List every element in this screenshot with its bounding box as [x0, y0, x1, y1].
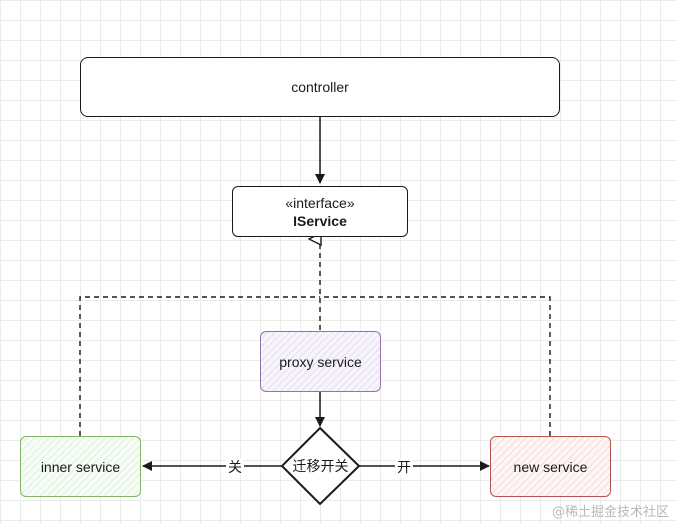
- new-service-label: new service: [513, 458, 588, 475]
- edge-inner-to-iservice: [79, 296, 320, 436]
- edge-label-off: 关: [226, 459, 244, 475]
- proxy-service-label: proxy service: [279, 353, 362, 370]
- edge-label-on: 开: [395, 459, 413, 475]
- switch-diamond-shape: [280, 426, 361, 506]
- proxy-service-node: proxy service: [260, 331, 381, 392]
- edge-new-to-iservice: [320, 296, 551, 436]
- new-service-node: new service: [490, 436, 611, 497]
- inner-service-label: inner service: [40, 458, 121, 475]
- inner-service-node: inner service: [20, 436, 141, 497]
- iservice-node: «interface» IService: [232, 186, 408, 237]
- watermark: @稀土掘金技术社区: [551, 505, 669, 520]
- iservice-stereotype: «interface»: [285, 194, 355, 211]
- controller-node: controller: [80, 57, 560, 117]
- iservice-name: IService: [293, 212, 347, 229]
- controller-label: controller: [291, 79, 349, 95]
- switch-label: 迁移开关: [292, 458, 349, 474]
